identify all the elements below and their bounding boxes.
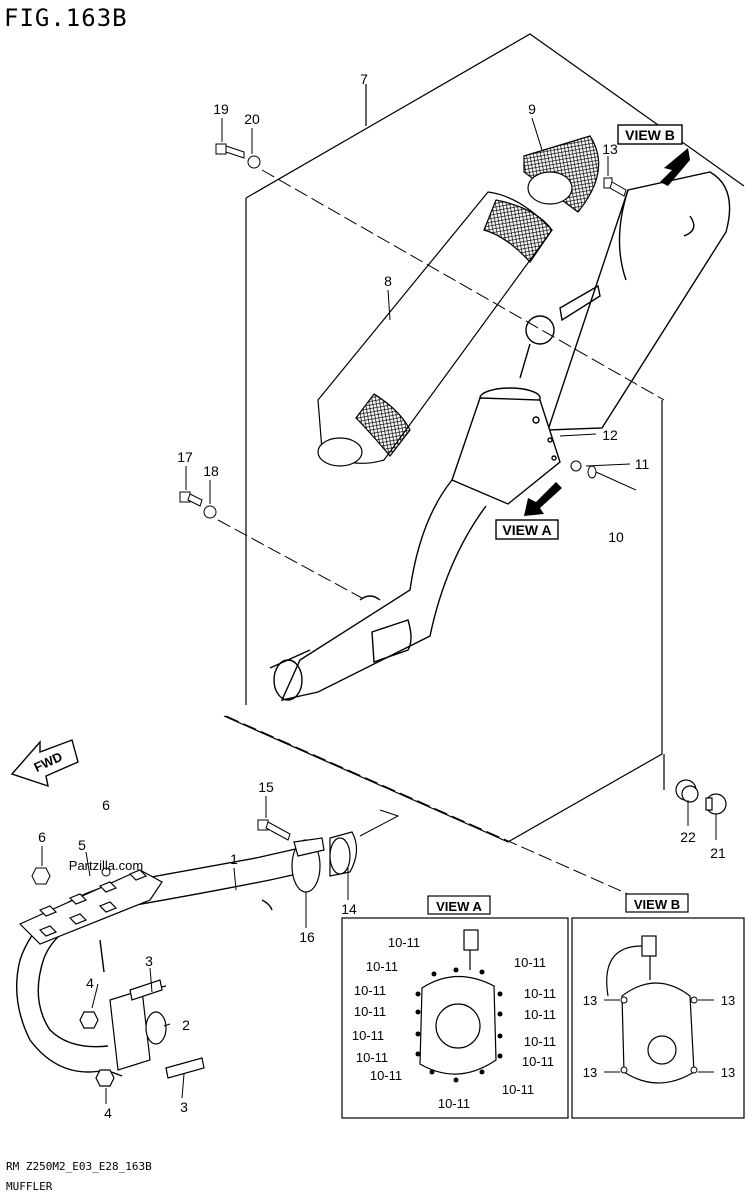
figure-title: FIG.163B bbox=[4, 4, 128, 32]
callout-11: 11 bbox=[635, 456, 650, 472]
bolt-17 bbox=[179, 491, 203, 507]
flange-assembly bbox=[79, 979, 205, 1087]
callout-3-upper: 3 bbox=[145, 953, 153, 969]
callout-10: 10 bbox=[608, 529, 624, 545]
svg-text:10-11: 10-11 bbox=[514, 955, 546, 970]
view-a-detail-box bbox=[341, 917, 569, 1119]
gasket-leader bbox=[359, 809, 400, 837]
callout-5: 5 bbox=[78, 837, 86, 853]
nut-6 bbox=[31, 867, 51, 885]
callout-6-upper: 6 bbox=[102, 797, 110, 813]
bolt-19 bbox=[215, 143, 245, 159]
callout-9: 9 bbox=[528, 101, 536, 117]
view-b-box-title-frame bbox=[625, 893, 689, 913]
view-a-box-title-frame bbox=[427, 895, 491, 915]
cushion-22 bbox=[675, 779, 699, 803]
svg-text:10-11: 10-11 bbox=[522, 1054, 554, 1069]
view-b-label: VIEW B bbox=[625, 127, 675, 143]
svg-text:10-11: 10-11 bbox=[524, 1007, 556, 1022]
callout-4-upper: 4 bbox=[86, 975, 94, 991]
clamp-16 bbox=[291, 837, 325, 893]
callout-13: 13 bbox=[602, 141, 618, 157]
view-b-bolts bbox=[620, 996, 698, 1074]
svg-text:10-11: 10-11 bbox=[502, 1082, 534, 1097]
callout-7: 7 bbox=[360, 71, 368, 87]
washer-18 bbox=[203, 505, 217, 519]
view-a-box-title: VIEW A bbox=[436, 899, 482, 914]
view-b-detail-box bbox=[571, 917, 745, 1119]
gasket-14 bbox=[329, 831, 358, 877]
view-a-tag bbox=[495, 519, 559, 540]
callout-1: 1 bbox=[230, 851, 238, 867]
view-a-label: VIEW A bbox=[502, 522, 551, 538]
svg-text:10-11: 10-11 bbox=[388, 935, 420, 950]
footer-code: RM Z250M2_E03_E28_163B bbox=[6, 1160, 152, 1173]
svg-text:13: 13 bbox=[583, 1065, 597, 1080]
view-b-box-title: VIEW B bbox=[634, 897, 680, 912]
svg-text:10-11: 10-11 bbox=[352, 1028, 384, 1043]
view-b-arrow bbox=[660, 148, 690, 186]
callout-21: 21 bbox=[710, 845, 726, 861]
svg-text:10-11: 10-11 bbox=[524, 986, 556, 1001]
leader-lines bbox=[217, 169, 665, 911]
packing-wool-8 bbox=[317, 191, 553, 467]
bolt-13 bbox=[603, 177, 627, 197]
washer-12 bbox=[570, 460, 582, 472]
svg-text:10-11: 10-11 bbox=[438, 1096, 470, 1111]
callout-6-left: 6 bbox=[38, 829, 46, 845]
callout-3-lower: 3 bbox=[180, 1099, 188, 1115]
watermark: Partzilla.com bbox=[69, 858, 143, 873]
callout-leaders bbox=[41, 117, 717, 1104]
view-a-rivets bbox=[415, 967, 503, 1083]
svg-text:10-11: 10-11 bbox=[356, 1050, 388, 1065]
svg-text:13: 13 bbox=[721, 993, 735, 1008]
view-b-tag bbox=[617, 124, 683, 145]
svg-text:13: 13 bbox=[721, 1065, 735, 1080]
callout-17: 17 bbox=[177, 449, 193, 465]
nut-6-small bbox=[101, 867, 111, 877]
callout-15: 15 bbox=[258, 779, 274, 795]
bolt-15 bbox=[257, 819, 291, 841]
view-a-callouts: 10-11 10-11 10-11 10-11 10-11 10-11 10-1… bbox=[352, 935, 556, 1111]
callout-2: 2 bbox=[182, 1017, 190, 1033]
end-cap-mesh-9 bbox=[523, 135, 600, 213]
heat-protector-5 bbox=[18, 869, 163, 945]
svg-text:10-11: 10-11 bbox=[524, 1034, 556, 1049]
callout-19: 19 bbox=[213, 101, 229, 117]
callout-12: 12 bbox=[602, 427, 618, 443]
svg-text:10-11: 10-11 bbox=[370, 1068, 402, 1083]
callout-16: 16 bbox=[299, 929, 315, 945]
collar-21 bbox=[705, 793, 727, 815]
callout-20: 20 bbox=[244, 111, 260, 127]
washer-20 bbox=[247, 155, 261, 169]
callout-18: 18 bbox=[203, 463, 219, 479]
fwd-arrow bbox=[10, 739, 79, 788]
muffler-body bbox=[269, 171, 731, 701]
view-b-leaders bbox=[604, 999, 714, 1073]
callout-14: 14 bbox=[341, 901, 357, 917]
rivet-11 bbox=[587, 465, 637, 491]
svg-text:10-11: 10-11 bbox=[354, 1004, 386, 1019]
svg-text:10-11: 10-11 bbox=[366, 959, 398, 974]
callout-22: 22 bbox=[680, 829, 696, 845]
view-a-arrow bbox=[524, 482, 562, 516]
view-b-callouts: 13 13 13 13 bbox=[583, 993, 735, 1080]
callout-4-lower: 4 bbox=[104, 1105, 112, 1121]
svg-text:13: 13 bbox=[583, 993, 597, 1008]
callout-8: 8 bbox=[384, 273, 392, 289]
footer-name: MUFFLER bbox=[6, 1180, 53, 1193]
svg-text:10-11: 10-11 bbox=[354, 983, 386, 998]
